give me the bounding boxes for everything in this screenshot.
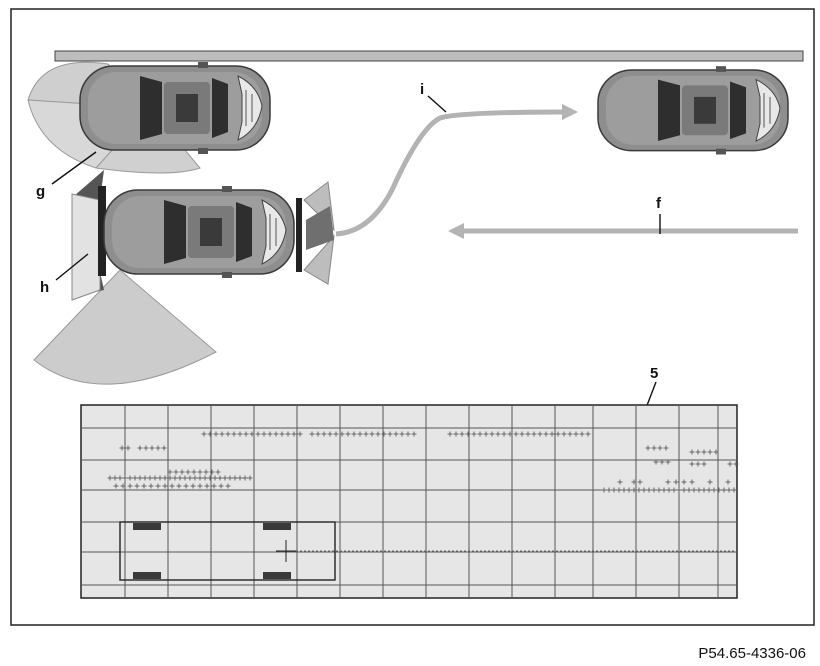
callout-line-h <box>55 253 89 281</box>
callout-line-i <box>427 95 447 113</box>
curb-wall <box>54 50 804 62</box>
arrow-right-icon <box>562 104 578 120</box>
rear-bumper <box>98 186 106 276</box>
car-top-view-icon <box>79 61 271 155</box>
map-car-outline <box>119 521 336 581</box>
drive-direction-arrow <box>448 223 798 239</box>
sensor-map-grid <box>80 404 739 599</box>
active-car-rear-sensors <box>33 170 217 385</box>
callout-g: g <box>36 183 45 200</box>
arrow-left-icon <box>448 223 464 239</box>
callout-i: i <box>420 81 424 98</box>
car-top-view-icon <box>103 185 295 279</box>
callout-line-5 <box>645 381 657 409</box>
callout-line-g <box>51 151 97 185</box>
active-car-front-sensors <box>296 181 335 285</box>
callout-f: f <box>656 195 662 212</box>
maneuver-path-arrow <box>335 104 578 237</box>
figure-reference-code: P54.65-4336-06 <box>698 645 806 662</box>
car-top-view-icon <box>597 65 789 156</box>
callout-h: h <box>40 279 49 296</box>
callout-5: 5 <box>650 365 658 382</box>
